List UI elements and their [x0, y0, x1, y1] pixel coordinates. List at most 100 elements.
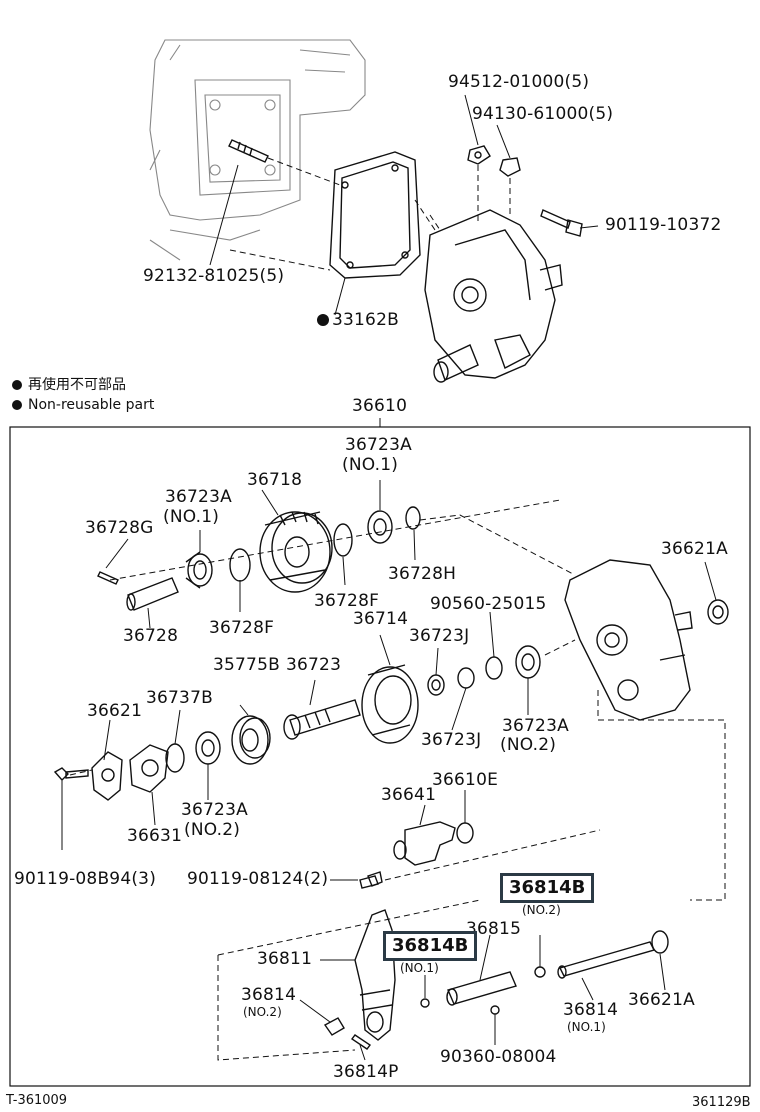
bearing-36723J-a	[427, 674, 445, 696]
label-36723A-mid-no: (NO.2)	[500, 735, 557, 755]
bearing-36723A-left	[185, 551, 213, 589]
snap-ring-36728F-b	[333, 523, 353, 557]
sleeve-35775B	[231, 715, 271, 765]
seal-36621A-bottom	[651, 930, 669, 954]
label-33162B: 33162B	[317, 312, 399, 329]
figure-code-right: 361129B	[692, 1095, 751, 1110]
label-36723J-b: 36723J	[421, 730, 482, 750]
legend-jp-text: 再使用不可部品	[28, 377, 126, 393]
label-35775B: 35775B	[213, 655, 280, 675]
pin-36728G	[97, 571, 119, 585]
highlighted-label-36814B-no2[interactable]: 36814B	[500, 873, 595, 903]
label-36610: 36610	[352, 396, 408, 416]
snap-ring-36728F-a	[229, 548, 251, 582]
non-reusable-dot-icon	[317, 314, 329, 326]
seal-36621A-top	[707, 599, 729, 625]
gasket	[329, 151, 421, 279]
label-36631: 36631	[127, 826, 183, 846]
label-36728G: 36728G	[85, 518, 154, 538]
alignment-lines-top	[229, 157, 511, 271]
plug-90360	[490, 1005, 500, 1015]
label-36814-a: 36814	[241, 985, 297, 1005]
label-36737B: 36737B	[146, 688, 213, 708]
label-36641: 36641	[381, 785, 437, 805]
label-36621A-bot: 36621A	[628, 990, 695, 1010]
label-36814P: 36814P	[333, 1062, 399, 1082]
label-92132: 92132-81025(5)	[143, 266, 285, 286]
label-36728F-b: 36728F	[209, 618, 275, 638]
label-90119-08124: 90119-08124(2)	[187, 869, 329, 889]
non-reusable-dot-icon	[12, 380, 22, 390]
label-90360: 90360-08004	[440, 1047, 557, 1067]
bracket-36641	[393, 821, 456, 866]
alignment-lines-lower	[69, 499, 726, 1061]
label-90119-08B94: 90119-08B94(3)	[14, 869, 157, 889]
label-36723A-mid: 36723A	[502, 716, 569, 736]
shaft-36815	[446, 971, 517, 1006]
label-36723A-left: 36723A	[165, 487, 232, 507]
label-36811: 36811	[257, 949, 313, 969]
gasket-36621	[91, 751, 123, 801]
label-36723A-bot-no: (NO.2)	[184, 820, 241, 840]
highlighted-label-36814B-no1[interactable]: 36814B	[383, 931, 478, 961]
non-reusable-dot-icon	[12, 400, 22, 410]
engine-block-outline	[149, 39, 366, 261]
shift-fork-36811	[354, 909, 396, 1041]
gear-36714	[361, 664, 419, 744]
cover-36631	[129, 744, 169, 793]
label-36814-b: 36814	[563, 1000, 619, 1020]
washer-36728H	[405, 506, 421, 530]
seal-36610E	[456, 822, 474, 844]
bearing-36723J-b	[457, 667, 475, 689]
label-36723A-top-no: (NO.1)	[342, 455, 399, 475]
bolt-90119-08B94	[53, 767, 89, 782]
pto-housing-top	[424, 209, 563, 383]
label-36610E: 36610E	[432, 770, 499, 790]
pin-36814P	[350, 1034, 372, 1050]
label-36723A-left-no: (NO.1)	[163, 507, 220, 527]
shaft-36728	[126, 577, 179, 611]
label-36718: 36718	[247, 470, 303, 490]
label-94130: 94130-61000(5)	[472, 104, 614, 124]
label-36814-b-no: (NO.1)	[567, 1020, 606, 1034]
legend-en: Non-reusable part	[12, 398, 154, 412]
label-36814B-b-no: (NO.1)	[400, 961, 439, 975]
washer-90560	[485, 656, 503, 680]
label-36723: 36723	[286, 655, 342, 675]
ball-36814B-no2	[534, 966, 546, 978]
figure-code-left: T-361009	[6, 1093, 68, 1108]
stud-bolt	[228, 139, 269, 163]
nut-94512	[467, 145, 491, 165]
ring-36737B	[165, 743, 185, 773]
label-36723A-top: 36723A	[345, 435, 412, 455]
legend-en-text: Non-reusable part	[28, 397, 155, 413]
bearing-36723A-top	[367, 510, 393, 544]
label-33162B-text: 33162B	[332, 310, 399, 330]
shaft-36723	[283, 699, 361, 740]
label-36714: 36714	[353, 609, 409, 629]
label-90119-10372: 90119-10372	[605, 215, 722, 235]
leader-lines-top	[209, 94, 599, 316]
legend-jp: 再使用不可部品	[12, 378, 126, 392]
gear-36718	[259, 511, 333, 593]
label-36814B-a-no: (NO.2)	[522, 903, 561, 917]
label-36621: 36621	[87, 701, 143, 721]
label-36815: 36815	[466, 919, 522, 939]
label-36728F-a: 36728F	[314, 591, 380, 611]
pto-housing-right	[564, 559, 693, 721]
label-90560: 90560-25015	[430, 594, 547, 614]
leader-lines-lower	[61, 480, 717, 1061]
bolt-90119-top	[540, 209, 583, 237]
washer-94130	[499, 157, 521, 177]
shaft-36814-no1	[557, 941, 656, 979]
pin-36814-no2	[323, 1017, 345, 1036]
ball-36814B-no1	[420, 998, 430, 1008]
label-36728: 36728	[123, 626, 179, 646]
label-94512: 94512-01000(5)	[448, 72, 590, 92]
bearing-36723A-bottom	[195, 731, 221, 765]
bolt-90119-08124	[359, 871, 383, 889]
label-36814-a-no: (NO.2)	[243, 1005, 282, 1019]
label-36723A-bot: 36723A	[181, 800, 248, 820]
label-36621A-top: 36621A	[661, 539, 728, 559]
